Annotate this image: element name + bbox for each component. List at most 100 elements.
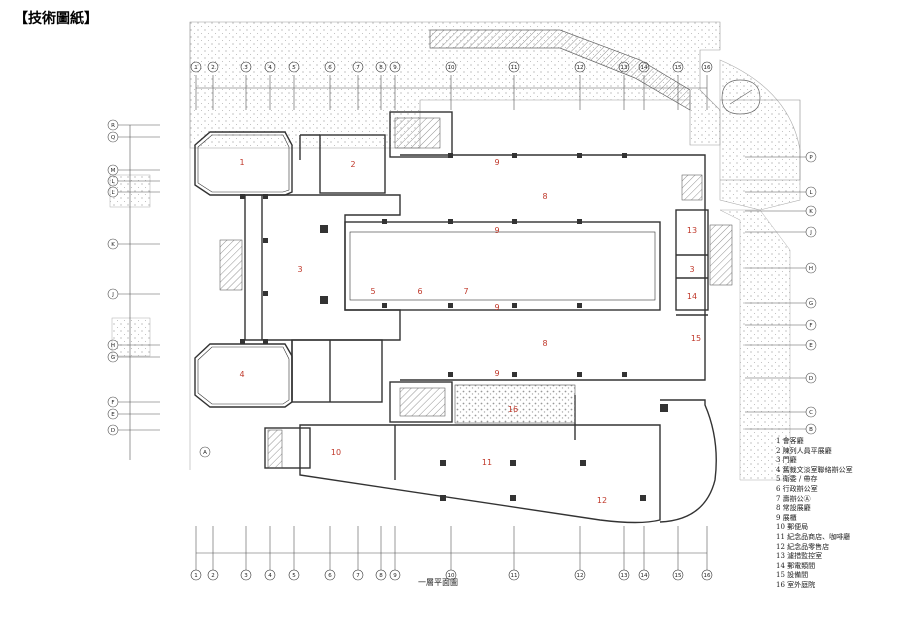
row-label-f: F — [111, 400, 114, 406]
col-label-b10: 10 — [448, 573, 455, 579]
row-label-right-d: D — [809, 376, 813, 382]
room-label-3b: 3 — [689, 265, 694, 274]
room-label-1: 1 — [239, 158, 244, 167]
col-label-b5: 5 — [292, 573, 296, 579]
room-label-9d: 9 — [494, 369, 499, 378]
row-label-right-l: L — [809, 190, 813, 196]
col-label-b4: 4 — [268, 573, 272, 579]
row-label-right-e: E — [809, 343, 813, 349]
room-labels: 1 2 3 3 4 5 6 7 8 8 9 9 9 9 10 11 12 13 … — [239, 158, 701, 505]
room-label-3: 3 — [297, 265, 302, 274]
page-title: 【技術圖紙】 — [14, 11, 98, 27]
legend-item: 15 設備間 — [776, 571, 809, 580]
row-label-right-f: F — [809, 323, 812, 329]
grid-row-labels-left: R Q M L L K J H G F E D A — [111, 123, 207, 456]
col-label-10: 10 — [448, 65, 455, 71]
col-label-b16: 16 — [704, 573, 711, 579]
col-label-6: 6 — [328, 65, 332, 71]
col-label-8: 8 — [379, 65, 383, 71]
col-label-7: 7 — [356, 65, 360, 71]
row-label-right-g: G — [809, 301, 813, 307]
row-label-h: H — [111, 343, 115, 349]
col-label-b15: 15 — [675, 573, 682, 579]
row-label-right-c: C — [809, 410, 813, 416]
col-label-1: 1 — [194, 65, 198, 71]
legend-item: 14 郵電類間 — [776, 561, 816, 570]
row-label-right-h: H — [809, 266, 813, 272]
legend-item: 9 展櫃 — [776, 513, 797, 522]
row-label-j: J — [111, 292, 114, 298]
col-label-13: 13 — [621, 65, 628, 71]
col-label-12: 12 — [577, 65, 584, 71]
col-label-b13: 13 — [621, 573, 628, 579]
row-label-k: K — [111, 242, 115, 248]
col-bubble-bottom — [190, 569, 713, 581]
col-label-11: 11 — [511, 65, 518, 71]
col-label-15: 15 — [675, 65, 682, 71]
col-label-b14: 14 — [641, 573, 648, 579]
legend-item: 10 郵便局 — [776, 523, 809, 532]
row-label-d: D — [111, 428, 115, 434]
plan-caption: 一層平面圖 — [418, 578, 458, 587]
col-label-3: 3 — [244, 65, 248, 71]
legend-item: 5 衛委 / 帶存 — [776, 475, 818, 484]
row-label-r: R — [111, 123, 115, 129]
grid-labels: 1 2 3 4 5 6 7 8 9 10 11 12 13 14 15 16 1… — [194, 65, 711, 579]
row-label-l2: L — [111, 190, 115, 196]
col-label-b12: 12 — [577, 573, 584, 579]
row-label-e: E — [111, 412, 115, 418]
room-label-4: 4 — [239, 370, 244, 379]
row-label-a: A — [203, 450, 207, 456]
room-label-10: 10 — [331, 448, 341, 457]
stairs — [219, 117, 733, 469]
col-label-16: 16 — [704, 65, 711, 71]
legend-item: 1 會客廳 — [776, 437, 804, 445]
col-label-b8: 8 — [379, 573, 383, 579]
row-label-right-b: B — [809, 427, 813, 433]
structural-columns — [240, 153, 668, 501]
room-label-16: 16 — [508, 405, 518, 414]
legend-item: 12 紀念品零售店 — [776, 542, 830, 551]
legend-item: 11 紀念品商店、咖啡廳 — [776, 532, 851, 541]
grid-bubbles-top — [190, 61, 713, 581]
room-label-12: 12 — [597, 496, 607, 505]
legend-item: 6 行政辦公室 — [776, 484, 818, 493]
grid-rows-right — [745, 151, 817, 435]
legend-item: 4 舊裁文淡室聯絡辦公室 — [776, 465, 853, 474]
legend-item: 7 壽辦公Ⓐ — [776, 494, 811, 503]
col-label-b7: 7 — [356, 573, 360, 579]
col-label-b9: 9 — [393, 573, 397, 579]
legend-item: 13 濾措監控室 — [776, 552, 823, 561]
col-label-9: 9 — [393, 65, 397, 71]
room-label-9c: 9 — [494, 303, 499, 312]
room-label-2: 2 — [350, 160, 355, 169]
legend-item: 16 室外庭院 — [776, 580, 816, 589]
room-label-6: 6 — [417, 287, 422, 296]
row-label-m: M — [111, 168, 116, 174]
col-bubble-top — [190, 61, 713, 73]
grid-row-labels-right: P L K J H G F E D C B — [809, 155, 814, 433]
col-label-b6: 6 — [328, 573, 332, 579]
room-label-9a: 9 — [494, 158, 499, 167]
room-label-7: 7 — [463, 287, 468, 296]
row-label-right-j: J — [809, 230, 812, 236]
legend-item: 2 陳列人員平展廳 — [776, 446, 832, 455]
col-label-4: 4 — [268, 65, 272, 71]
room-label-5: 5 — [370, 287, 375, 296]
row-label-q: Q — [111, 135, 116, 141]
col-label-b1: 1 — [194, 573, 198, 579]
row-label-l1: L — [111, 179, 115, 185]
room-label-8a: 8 — [542, 192, 547, 201]
room-label-13: 13 — [687, 226, 697, 235]
row-label-g: G — [111, 355, 115, 361]
col-label-b2: 2 — [211, 573, 215, 579]
col-label-b3: 3 — [244, 573, 248, 579]
room-label-15: 15 — [691, 334, 701, 343]
room-label-9b: 9 — [494, 226, 499, 235]
grid-columns-top — [195, 75, 708, 110]
room-label-11: 11 — [482, 458, 492, 467]
col-label-14: 14 — [641, 65, 648, 71]
col-label-2: 2 — [211, 65, 215, 71]
legend-item: 3 門廳 — [776, 456, 797, 465]
